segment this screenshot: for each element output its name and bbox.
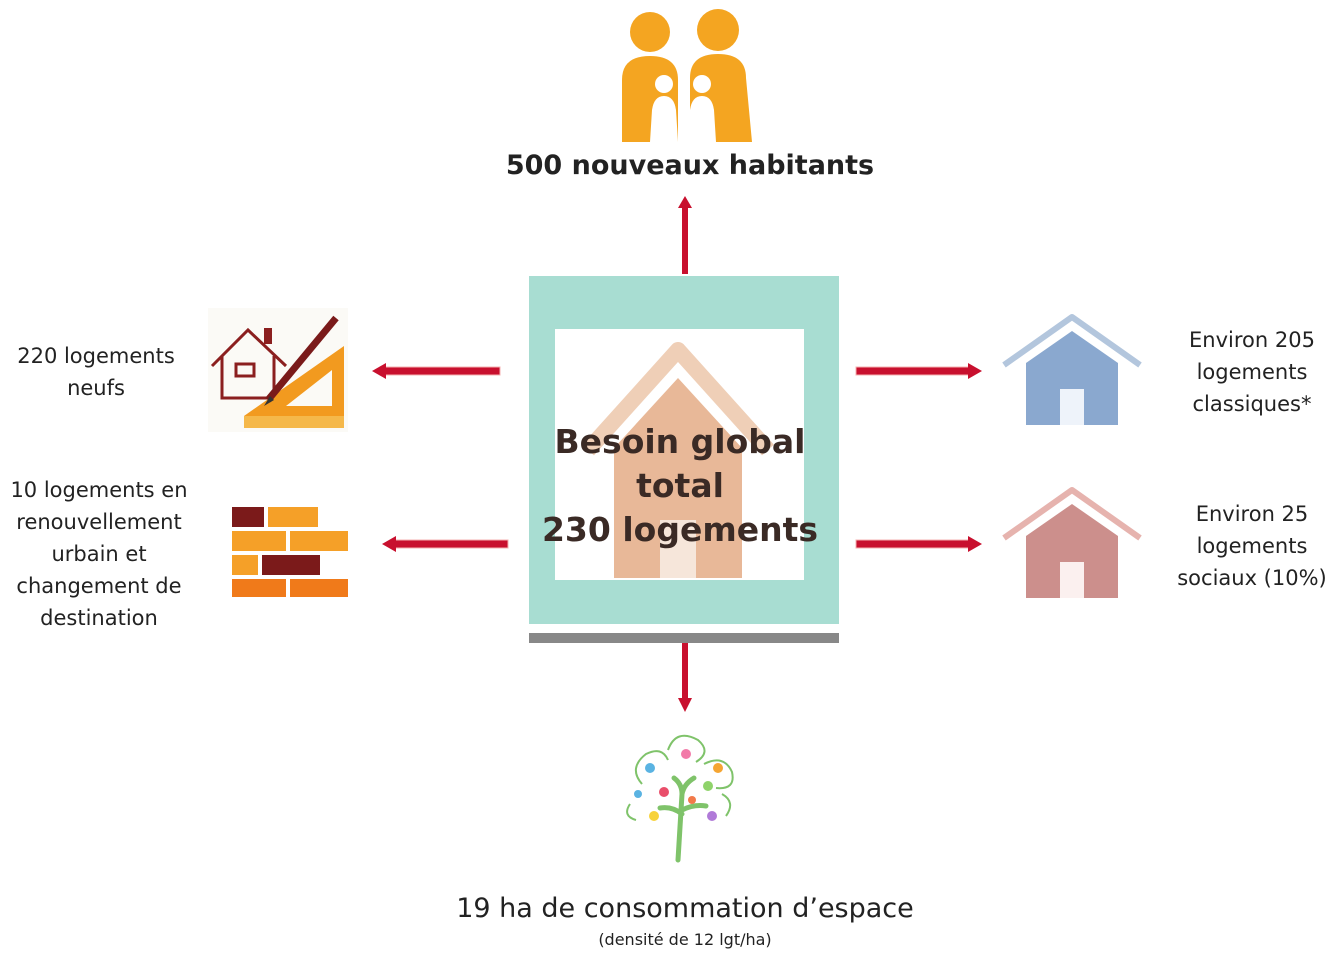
left-top-line: neufs (67, 376, 125, 400)
center-line1: Besoin global (554, 422, 806, 461)
left-bottom-line: changement de (16, 574, 182, 598)
center-line2: total (636, 466, 724, 505)
arrow-right-top (855, 363, 982, 379)
right-bottom-line: sociaux (10%) (1177, 566, 1327, 590)
right-bottom-line: Environ 25 (1195, 502, 1309, 526)
center-text: Besoin global total 230 logements (540, 420, 820, 552)
brick-wall-icon (232, 507, 348, 597)
right-bottom-line: logements (1196, 534, 1308, 558)
right-top-label: Environ 205 logements classiques* (1170, 324, 1330, 420)
blue-house-icon (1002, 314, 1142, 425)
house-icon (582, 342, 774, 578)
arrow-down (678, 636, 692, 712)
right-top-line: Environ 205 (1189, 328, 1315, 352)
right-bottom-label: Environ 25 logements sociaux (10%) (1170, 498, 1330, 594)
center-line3: 230 logements (541, 510, 819, 549)
left-bottom-line: destination (40, 606, 158, 630)
bottom-label: 19 ha de consommation d’espace (456, 893, 914, 924)
left-bottom-label: 10 logements en renouvellement urbain et… (0, 474, 198, 634)
left-top-line: 220 logements (17, 344, 175, 368)
arrow-left-bottom (382, 536, 509, 552)
arrow-up (678, 196, 692, 274)
family-icon (622, 9, 752, 142)
arrow-right-bottom (855, 536, 982, 552)
top-label: 500 nouveaux habitants (505, 150, 875, 181)
left-bottom-line: 10 logements en (10, 478, 188, 502)
center-bar (529, 633, 839, 643)
arrow-left-top (372, 363, 501, 379)
red-house-icon (1002, 487, 1142, 598)
right-top-line: classiques* (1192, 392, 1312, 416)
left-bottom-line: urbain et (51, 542, 147, 566)
right-top-line: logements (1196, 360, 1308, 384)
bottom-sublabel: (densité de 12 lgt/ha) (598, 930, 772, 949)
tree-icon (626, 734, 734, 863)
left-top-label: 220 logements neufs (0, 340, 192, 404)
house-plan-icon (208, 308, 348, 432)
left-bottom-line: renouvellement (16, 510, 182, 534)
